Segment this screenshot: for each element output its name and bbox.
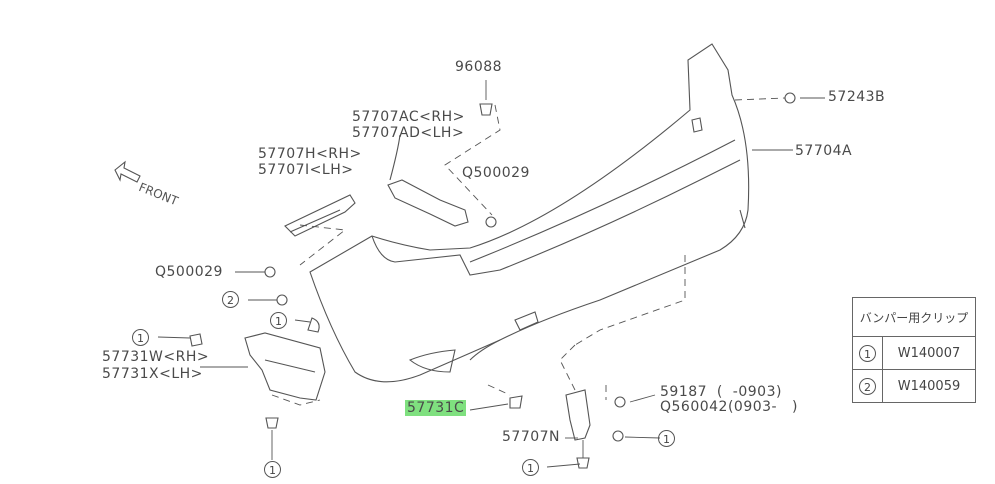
- cap-57731c: [509, 395, 523, 409]
- clip-part: W140059: [882, 369, 976, 403]
- label-57707ad: 57707AD<LH>: [352, 125, 465, 141]
- bumper-clip-table: バンパー用クリップ 1 W140007 2 W140059: [852, 297, 976, 403]
- clip-key: 2: [852, 369, 883, 403]
- clip-part: W140007: [882, 336, 976, 370]
- screw-59187: [614, 396, 626, 408]
- label-57707n: 57707N: [502, 429, 561, 445]
- clip-96088: [479, 103, 493, 116]
- label-q560042: Q560042(0903- ): [660, 399, 798, 415]
- callout-1: 1: [264, 461, 281, 478]
- highlighted-part: 57731C: [405, 400, 467, 416]
- callout-1: 1: [658, 430, 675, 447]
- side-spacer: [244, 332, 326, 401]
- clip-1-b: [307, 317, 320, 333]
- rear-bumper-cover: [309, 43, 750, 383]
- callout-2: 2: [222, 291, 239, 308]
- side-bracket-left: [284, 194, 356, 237]
- screw-q500029-top: [485, 216, 497, 228]
- clip-table-title: バンパー用クリップ: [852, 297, 976, 337]
- lower-bracket: [565, 389, 591, 441]
- callout-1: 1: [270, 312, 287, 329]
- callout-1: 1: [132, 329, 149, 346]
- callout-1: 1: [522, 459, 539, 476]
- label-57731c: 57731C: [405, 400, 467, 416]
- label-96088: 96088: [455, 59, 503, 75]
- label-57731w: 57731W<RH>: [102, 349, 210, 365]
- grommet-57243b: [784, 92, 796, 104]
- label-57704a: 57704A: [795, 143, 853, 159]
- center-bracket: [387, 179, 469, 227]
- clip-key: 1: [852, 336, 883, 370]
- label-59187: 59187 ( -0903): [660, 384, 782, 400]
- front-arrow-icon: [114, 160, 141, 183]
- label-57707i: 57707I<LH>: [258, 162, 354, 178]
- screw-q500029-left: [264, 266, 276, 278]
- clip-1-d: [576, 457, 590, 469]
- label-57243b: 57243B: [828, 89, 886, 105]
- label-q500029-left: Q500029: [155, 264, 223, 280]
- label-57707ac: 57707AC<RH>: [352, 109, 465, 125]
- label-57707h: 57707H<RH>: [258, 146, 362, 162]
- label-q500029-top: Q500029: [462, 165, 530, 181]
- label-57731x: 57731X<LH>: [102, 366, 203, 382]
- clip-1-a: [189, 333, 203, 347]
- clip-2: [276, 294, 288, 306]
- table-row: 1 W140007: [852, 336, 976, 370]
- screw-lower: [612, 430, 624, 442]
- table-row: 2 W140059: [852, 369, 976, 403]
- clip-1-c: [265, 417, 279, 429]
